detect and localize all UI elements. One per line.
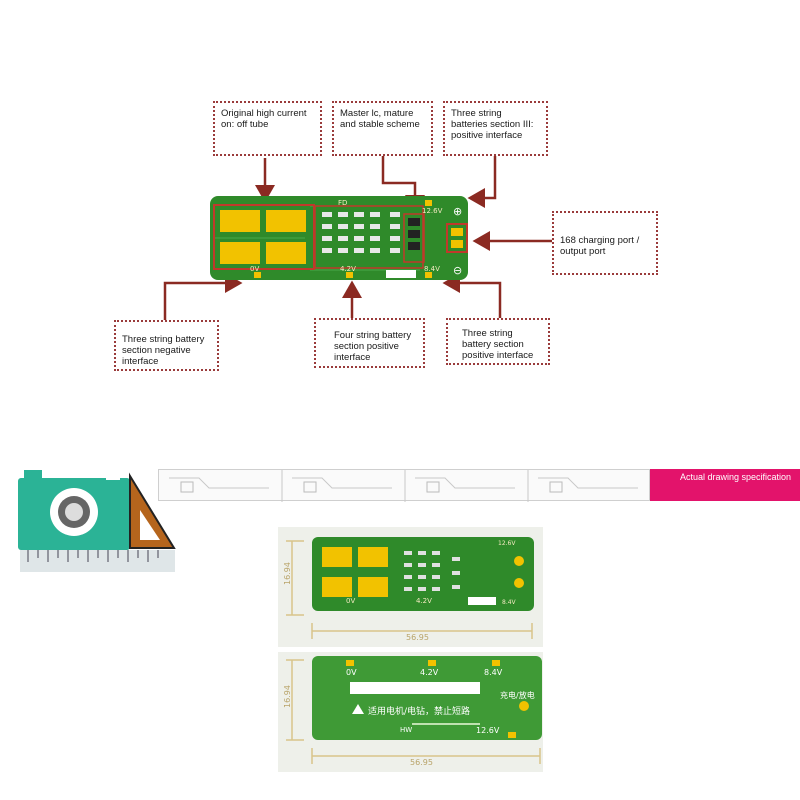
- label-12-6v: 12.6V: [422, 207, 443, 215]
- photo-bottom-width-dim: 56.95: [410, 758, 433, 767]
- camera-ruler-logo: [18, 466, 178, 576]
- photo-bottom-board: 0V 4.2V 8.4V 适用电机/电钻，禁止短路 充电/放电 HW 12.6V: [312, 656, 542, 740]
- photo-top-12-6v: 12.6V: [498, 540, 516, 547]
- spec-label: Actual drawing specification: [650, 469, 800, 501]
- photo-top-board: 0V 4.2V 8.4V 12.6V: [312, 537, 534, 611]
- photo-top-0v: 0V: [346, 597, 356, 605]
- photo-bottom-height-dim: 16.94: [282, 685, 292, 708]
- photo-bottom-12-6v: 12.6V: [476, 726, 500, 735]
- photo-bottom-8-4v: 8.4V: [484, 668, 503, 677]
- callout-four-string-positive: Four string battery section positive int…: [314, 318, 425, 368]
- photo-top-frame: 0V 4.2V 8.4V 12.6V 16.94 56.95: [278, 527, 543, 647]
- photo-bottom-hw: HW: [400, 726, 413, 734]
- callout-master-ic: Master lc, mature and stable scheme: [332, 101, 433, 156]
- circuit-strip: [158, 469, 650, 502]
- callout-section3-positive: Three string batteries section III: posi…: [443, 101, 548, 156]
- photo-top-height-dim: 16.94: [282, 562, 292, 585]
- callout-off-tube: Original high current on: off tube: [213, 101, 322, 156]
- label-8-4v: 8.4V: [424, 265, 440, 273]
- callout-negative-interface: Three string battery section negative in…: [114, 320, 219, 371]
- label-0v: 0V: [250, 265, 260, 273]
- plus-icon: ⊕: [453, 205, 463, 218]
- photo-bottom-4-2v: 4.2V: [420, 668, 439, 677]
- callout-charging-port: 168 charging port / output port: [552, 211, 658, 275]
- photo-bottom-frame: 0V 4.2V 8.4V 适用电机/电钻，禁止短路 充电/放电 HW 12.6V…: [278, 652, 543, 772]
- photo-top-width-dim: 56.95: [406, 633, 429, 642]
- photo-bottom-warning: 适用电机/电钻，禁止短路: [368, 707, 471, 717]
- photo-bottom-charge: 充电/放电: [500, 691, 535, 700]
- minus-icon: ⊖: [453, 264, 463, 277]
- label-fd: FD: [338, 199, 348, 207]
- photo-bottom-0v: 0V: [346, 668, 357, 677]
- connector-lines: [163, 156, 552, 320]
- callout-three-string-positive: Three string battery section positive in…: [446, 318, 550, 365]
- photo-top-4-2v: 4.2V: [416, 597, 432, 605]
- label-4-2v: 4.2V: [340, 265, 356, 273]
- pcb-board: 0V 4.2V 8.4V 12.6V FD ⊕ ⊖: [210, 196, 468, 280]
- photo-top-8-4v: 8.4V: [502, 599, 516, 606]
